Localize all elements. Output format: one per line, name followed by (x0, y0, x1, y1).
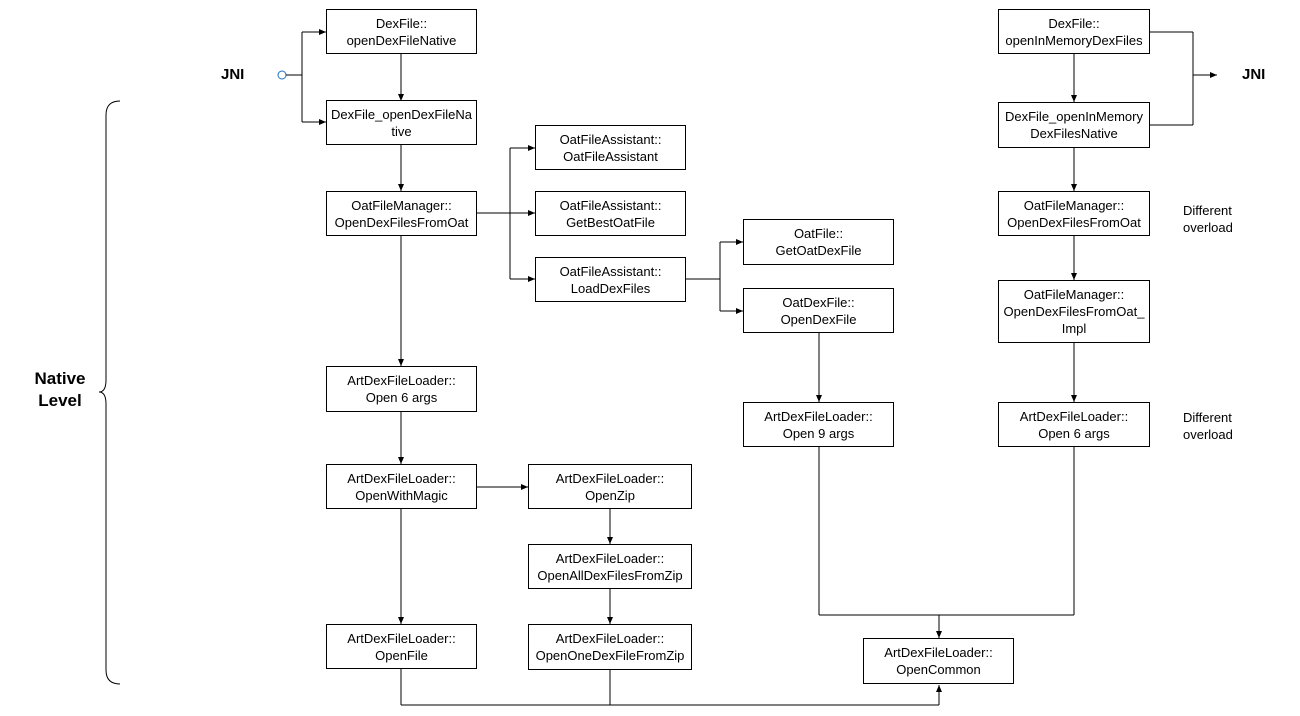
jni-left-connector (277, 70, 287, 80)
node-oatfileassistant-getbestoatfile: OatFileAssistant:: GetBestOatFile (535, 191, 686, 236)
node-dexfile-opendexfilenative-jni: DexFile_openDexFileNa tive (326, 100, 477, 145)
jni-right-label: JNI (1242, 66, 1266, 83)
node-line: OpenCommon (896, 662, 981, 677)
node-line: tive (391, 123, 412, 139)
node-line: OatFileAssistant:: (559, 131, 662, 147)
node-oatfile-getoatdexfile: OatFile:: GetOatDexFile (743, 219, 894, 265)
node-line: OpenWithMagic (355, 487, 448, 503)
node-line: OatFile:: (793, 226, 844, 241)
node-line: ArtDexFileLoader:: (555, 550, 665, 566)
node-line: Open 6 args (365, 390, 438, 405)
native-level-label: Native Level (24, 368, 96, 412)
node-oatfileassistant-loaddexfiles: OatFileAssistant:: LoadDexFiles (535, 257, 686, 302)
node-line: Impl (1061, 321, 1087, 336)
node-line: DexFile:: (375, 15, 428, 31)
node-line: OpenZip (585, 487, 635, 503)
node-line: ArtDexFileLoader:: (764, 408, 873, 424)
node-line: ArtDexFileLoader:: (555, 470, 665, 486)
node-dexfile-openinmemorydexfilesnative: DexFile_openInMemory DexFilesNative (998, 102, 1150, 148)
node-oatdexfile-opendexfile: OatDexFile:: OpenDexFile (743, 288, 894, 333)
node-artdexfileloader-openonedexfilefromzip: ArtDexFileLoader:: OpenOneDexFileFromZip (528, 624, 692, 670)
node-line: ArtDexFileLoader:: (555, 631, 665, 646)
node-artdexfileloader-openzip: ArtDexFileLoader:: OpenZip (528, 464, 692, 509)
node-line: GetOatDexFile (775, 243, 862, 258)
node-line: OpenFile (375, 647, 428, 663)
node-line: OpenOneDexFileFromZip (535, 648, 685, 663)
native-level-line: Level (38, 391, 82, 410)
node-artdexfileloader-open6-left: ArtDexFileLoader:: Open 6 args (326, 366, 477, 412)
note-line: overload (1183, 220, 1233, 235)
node-oatfilemanager-opendexfilesfromoat-right: OatFileManager:: OpenDexFilesFromOat (998, 191, 1150, 236)
node-dexfile-openinmemorydexfiles: DexFile:: openInMemoryDexFiles (998, 9, 1150, 54)
native-level-brace (98, 100, 121, 685)
node-line: ArtDexFileLoader:: (1019, 408, 1129, 424)
node-line: openInMemoryDexFiles (1005, 32, 1143, 48)
different-overload-note: Different overload (1183, 202, 1233, 236)
node-line: ArtDexFileLoader:: (347, 630, 456, 646)
node-line: Open 6 args (1038, 425, 1110, 441)
node-line: OatFileManager:: (1023, 287, 1125, 302)
node-line: OpenAllDexFilesFromZip (537, 567, 683, 583)
node-line: OatFileManager:: (1023, 197, 1125, 213)
node-line: DexFile_openDexFileNa (331, 106, 472, 122)
node-artdexfileloader-open9: ArtDexFileLoader:: Open 9 args (743, 402, 894, 447)
node-line: OatFileAssistant:: (559, 263, 662, 279)
node-line: OatDexFile:: (782, 294, 855, 310)
node-line: OatFileAssistant:: (559, 197, 662, 213)
node-line: OpenDexFilesFromOat_ (1003, 304, 1145, 319)
note-line: overload (1183, 427, 1233, 442)
node-line: OpenDexFilesFromOat (1007, 214, 1141, 230)
node-oatfileassistant-ctor: OatFileAssistant:: OatFileAssistant (535, 125, 686, 170)
node-artdexfileloader-openfile: ArtDexFileLoader:: OpenFile (326, 624, 477, 669)
note-line: Different (1183, 410, 1232, 425)
node-line: LoadDexFiles (570, 280, 651, 296)
node-artdexfileloader-openalldexfilesfromzip: ArtDexFileLoader:: OpenAllDexFilesFromZi… (528, 544, 692, 589)
node-line: OpenDexFile (780, 311, 857, 327)
node-line: OatFileAssistant (563, 148, 658, 164)
node-line: ArtDexFileLoader:: (884, 645, 993, 660)
node-line: GetBestOatFile (566, 214, 655, 230)
node-line: openDexFileNative (346, 32, 457, 48)
node-line: DexFile_openInMemory (1004, 109, 1143, 124)
node-artdexfileloader-open6-right: ArtDexFileLoader:: Open 6 args (998, 402, 1150, 447)
note-line: Different (1183, 203, 1232, 218)
node-line: OatFileManager:: (351, 197, 452, 213)
node-line: DexFilesNative (1030, 126, 1118, 141)
node-line: DexFile:: (1048, 15, 1100, 31)
node-artdexfileloader-openwithmagic: ArtDexFileLoader:: OpenWithMagic (326, 464, 477, 509)
node-artdexfileloader-opencommon: ArtDexFileLoader:: OpenCommon (863, 638, 1014, 684)
different-overload-note: Different overload (1183, 409, 1233, 443)
node-dexfile-opendexfilenative: DexFile:: openDexFileNative (326, 9, 477, 54)
node-line: Open 9 args (782, 425, 855, 441)
node-oatfilemanager-opendexfilesfromoat-impl: OatFileManager:: OpenDexFilesFromOat_ Im… (998, 280, 1150, 343)
jni-left-label: JNI (221, 66, 245, 83)
node-line: ArtDexFileLoader:: (347, 470, 456, 486)
node-line: ArtDexFileLoader:: (347, 373, 456, 388)
node-oatfilemanager-opendexfilesfromoat: OatFileManager:: OpenDexFilesFromOat (326, 191, 477, 236)
native-level-line: Native (34, 369, 86, 388)
node-line: OpenDexFilesFromOat (334, 214, 469, 230)
